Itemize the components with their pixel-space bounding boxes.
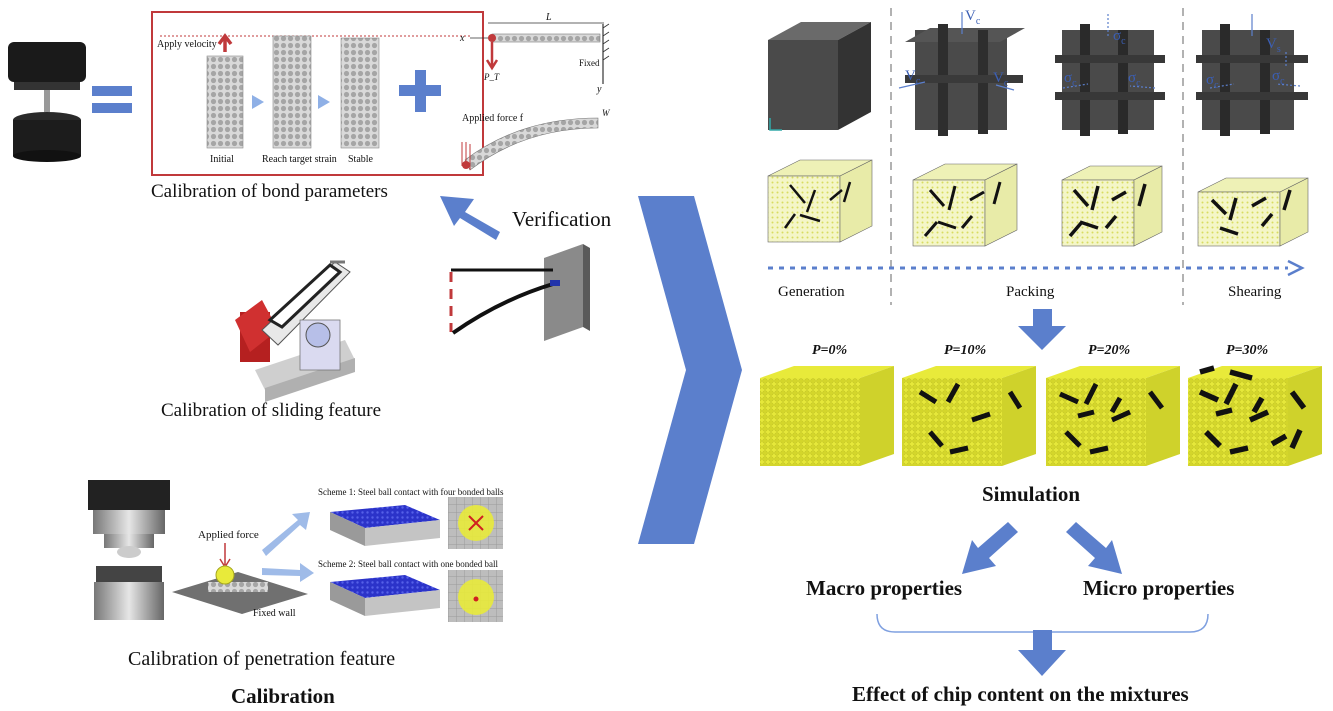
wall-label-sigma-shear-left: σc (1206, 72, 1219, 91)
effect-title: Effect of chip content on the mixtures (852, 682, 1189, 706)
stage-arrow-1 (252, 95, 264, 109)
beam-x-label: x (460, 33, 465, 44)
beam-force-label: P_T (484, 72, 500, 82)
testing-machine-photo (8, 42, 86, 162)
stage-stable-label: Stable (348, 154, 373, 165)
sparse-box-packing-1 (912, 163, 1018, 247)
phase-shearing-label: Shearing (1228, 284, 1282, 300)
content-p30-label: P=30% (1226, 343, 1269, 358)
flow-chevron (638, 196, 742, 544)
micro-properties-label: Micro properties (1083, 576, 1235, 600)
bond-calibration-frame (151, 11, 484, 176)
bond-caption: Calibration of bond parameters (151, 181, 388, 202)
column-target-strain (272, 35, 312, 149)
verification-image (449, 244, 590, 341)
wall-label-vc-top: Vc (965, 8, 981, 27)
stage-target-label: Reach target strain (262, 154, 337, 165)
beam-length-label: L (546, 12, 552, 23)
wall-label-sigma-top: σc (1113, 28, 1126, 47)
beam-fixed-label: Fixed (579, 58, 600, 68)
content-p0-label: P=0% (812, 343, 848, 358)
sparse-box-shearing (1197, 177, 1309, 247)
mixture-box-p30 (1188, 365, 1322, 466)
plus-sign (399, 70, 441, 112)
sliding-caption: Calibration of sliding feature (161, 400, 382, 421)
verification-label: Verification (512, 207, 612, 231)
scheme1-label: Scheme 1: Steel ball contact with four b… (318, 487, 504, 497)
content-p10-label: P=10% (944, 343, 987, 358)
sliding-apparatus (235, 260, 355, 402)
packing-walls-2 (1055, 24, 1165, 136)
steel-ball (215, 565, 235, 585)
shearing-walls (1196, 24, 1308, 136)
scheme-arrow-1 (262, 512, 310, 556)
applied-force-label: Applied force (198, 529, 259, 541)
penetration-force-arrow (219, 543, 231, 569)
beam-straight (491, 33, 601, 43)
beam-force-arrow (485, 42, 499, 71)
packing-walls-1 (905, 24, 1025, 136)
velocity-arrow (217, 33, 233, 52)
wall-arrows (898, 12, 1301, 91)
beam-y-label: y (597, 84, 602, 95)
wall-label-vs: Vs (1266, 36, 1281, 55)
applied-force-f-label: Applied force f (462, 113, 524, 124)
wall-label-sigma-right: σc (1128, 70, 1141, 89)
fixed-wall-label: Fixed wall (253, 608, 296, 619)
column-stable (340, 37, 380, 149)
fixed-wall-plate (172, 572, 308, 614)
width-w-label: W (602, 108, 610, 118)
down-arrow-to-effect (1018, 630, 1066, 676)
arrow-to-macro (962, 522, 1018, 574)
arrow-to-micro (1066, 522, 1122, 574)
calibration-title: Calibration (231, 684, 335, 708)
apply-velocity-label: Apply velocity (157, 39, 217, 50)
stage-initial-label: Initial (210, 154, 234, 165)
verification-arrow (440, 196, 500, 240)
scheme2-label: Scheme 2: Steel ball contact with one bo… (318, 559, 498, 569)
mixture-box-p0 (760, 366, 894, 466)
stage-arrow-2 (318, 95, 330, 109)
wall-label-vc-right: Vc (993, 70, 1009, 89)
mixture-box-p10 (902, 366, 1036, 466)
phase-packing-label: Packing (1006, 284, 1055, 300)
bonded-ball-row (208, 582, 268, 592)
equals-sign (92, 86, 132, 113)
phase-generation-label: Generation (778, 284, 845, 300)
generation-box (768, 22, 871, 131)
column-initial (206, 55, 244, 149)
penetration-machine-photo (88, 480, 170, 620)
sparse-box-generation (767, 159, 873, 243)
macro-properties-label: Macro properties (806, 576, 963, 600)
beam-curved (464, 117, 599, 171)
wall-label-vc-left: Vc (905, 68, 921, 87)
scheme-arrow-2 (262, 563, 314, 582)
scheme1-block-top (330, 505, 440, 528)
scheme2-block-top (330, 575, 440, 598)
penetration-caption: Calibration of penetration feature (128, 648, 396, 670)
wall-label-sigma-left: σc (1064, 70, 1077, 89)
simulation-title: Simulation (982, 482, 1081, 506)
down-arrow-to-mixtures (1018, 309, 1066, 350)
mixture-box-p20 (1046, 366, 1180, 466)
content-p20-label: P=20% (1088, 343, 1131, 358)
wall-label-sigma-shear-right: σc (1272, 68, 1285, 87)
properties-bracket (876, 613, 1209, 633)
sparse-box-packing-2 (1061, 165, 1163, 247)
